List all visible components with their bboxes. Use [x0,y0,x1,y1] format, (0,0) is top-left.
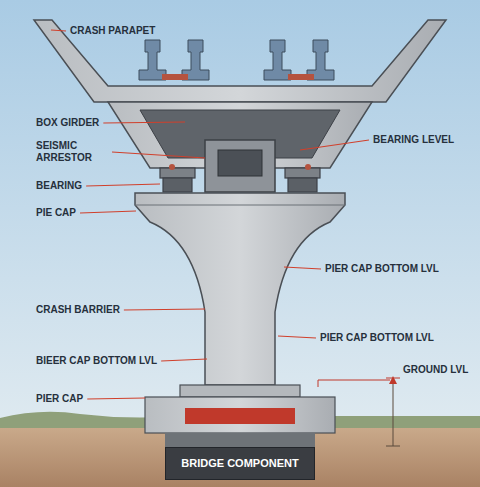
part-label: PIER CAP BOTTOM LVL [320,332,434,344]
leader-line [124,309,205,310]
part-label: BEARING [36,180,82,192]
leader-line [103,122,185,123]
leader-line [51,30,66,31]
leader-line [161,359,207,361]
part-label: PIER CAP BOTTOM LVL [325,263,439,275]
leader-line [112,152,205,158]
part-label: BEARING LEVEL [373,134,454,146]
part-label: GROUND LVL [403,364,468,376]
component-box: BRIDGE COMPONENT [165,447,315,480]
box-text: BRIDGE COMPONENT [178,457,302,469]
leader-line [80,211,136,213]
leader-line [87,398,145,399]
part-label: PIE CAP [36,207,76,219]
leader-line [300,140,369,150]
part-label: CRASH PARAPET [70,25,155,37]
part-label: CRASH BARRIER [36,304,120,316]
leader-line [278,336,316,338]
part-label: BIEER CAP BOTTOM LVL [36,355,157,367]
leader-line [284,267,321,269]
part-label: PIER CAP [36,393,83,405]
part-label: BOX GIRDER [36,117,99,129]
leader-line [86,184,160,186]
part-label: SEISMIC ARRESTOR [36,140,108,164]
